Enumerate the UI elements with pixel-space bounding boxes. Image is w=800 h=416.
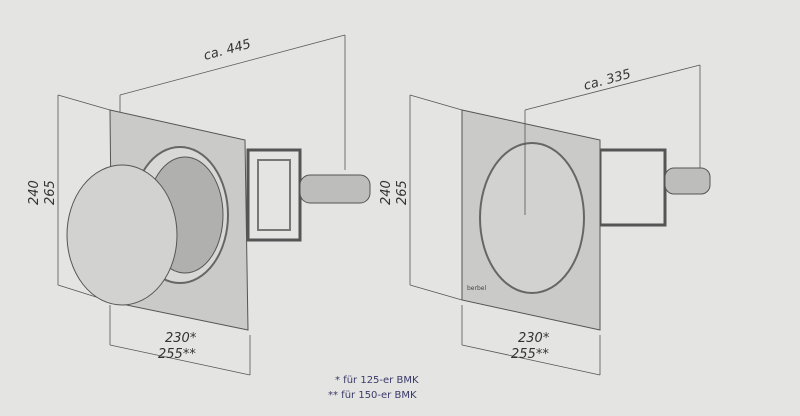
brand-label: berbel: [467, 285, 486, 292]
footnote-125: * für 125-er BMK: [335, 375, 419, 386]
left-width-outer: 255**: [158, 347, 196, 362]
left-depth-label: ca. 445: [202, 37, 252, 64]
right-depth-label: ca. 335: [582, 67, 632, 94]
right-width-inner: 230*: [518, 331, 550, 346]
right-height-outer: 265: [395, 180, 410, 205]
left-height-inner: 240: [27, 180, 42, 205]
left-height-outer: 265: [43, 180, 58, 205]
left-width-inner: 230*: [165, 331, 197, 346]
right-width-outer: 255**: [511, 347, 549, 362]
right-height-inner: 240: [379, 180, 394, 205]
footnote-150: ** für 150-er BMK: [328, 390, 417, 401]
left-ventilation-unit: [66, 109, 371, 331]
right-ventilation-unit: [461, 109, 711, 331]
right-dimension-lines: [409, 64, 701, 376]
